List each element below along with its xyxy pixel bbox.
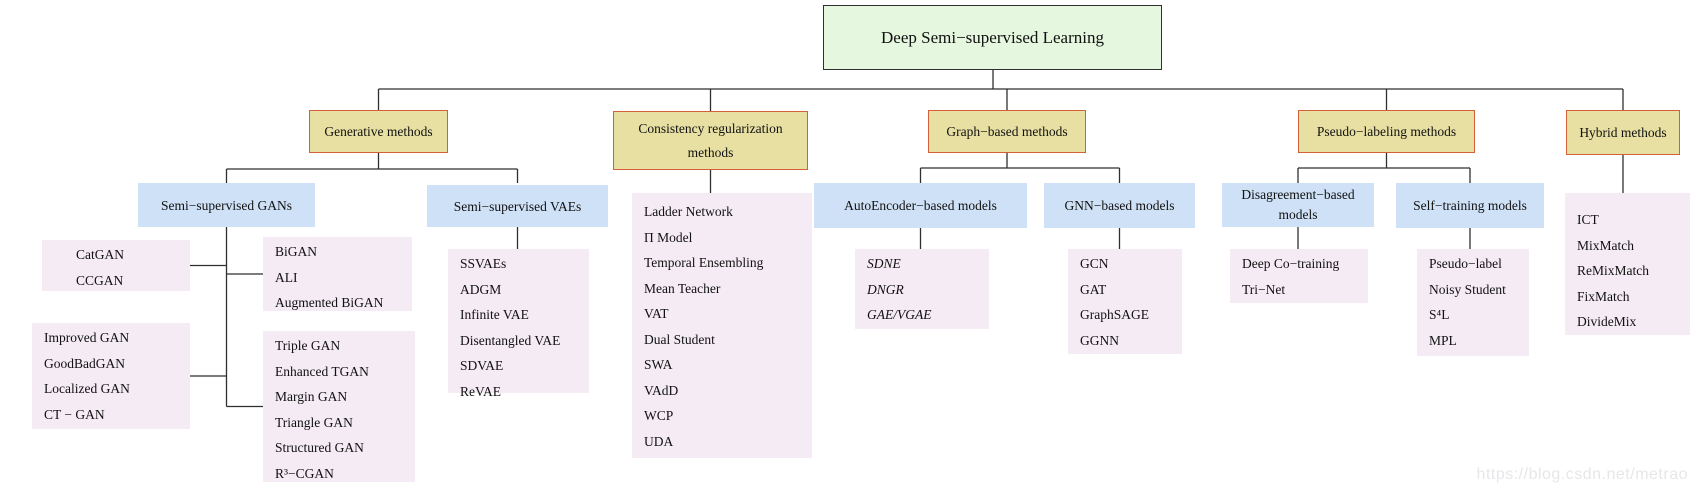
leaf-item: GraphSAGE — [1080, 307, 1149, 322]
leaf-item: Temporal Ensembling — [644, 255, 764, 270]
leaf-item: Improved GAN — [44, 330, 130, 345]
leaf-item: GoodBadGAN — [44, 355, 125, 371]
leaf-item: Enhanced TGAN — [275, 363, 369, 379]
leaf-item: GCN — [1080, 256, 1109, 271]
leaf-item: MixMatch — [1577, 237, 1634, 253]
node-pseudo-labeling-methods: Pseudo−labeling methods — [1298, 110, 1475, 153]
leaf-item: ICT — [1577, 212, 1599, 227]
leaf-item: DNGR — [867, 281, 904, 297]
leaf-item: CT − GAN — [44, 406, 105, 422]
node-semi-supervised-vaes: Semi−supervised VAEs — [427, 185, 608, 227]
leaf-item: ADGM — [460, 281, 502, 297]
node-self-training-models: Self−training models — [1396, 183, 1544, 228]
leaf-item: Tri−Net — [1242, 281, 1286, 297]
leaf-item: CatGAN — [76, 247, 124, 262]
leaf-item: ALI — [275, 269, 298, 285]
leaf-item: VAdD — [644, 382, 679, 398]
leaf-item: Mean Teacher — [644, 280, 721, 296]
leaf-item: WCP — [644, 408, 674, 423]
leaf-item: R³−CGAN — [275, 465, 334, 481]
leaf-item: Triple GAN — [275, 338, 341, 353]
leaf-item: GGNN — [1080, 332, 1119, 348]
node-autoencoder-based-models: AutoEncoder−based models — [814, 183, 1027, 228]
leaf-item: ReVAE — [460, 383, 502, 399]
leaf-item: Margin GAN — [275, 389, 348, 404]
node-hybrid-methods: Hybrid methods — [1566, 110, 1680, 155]
node-root-deep-semi-supervised-learning: Deep Semi−supervised Learning — [823, 5, 1162, 70]
leaf-item: SDVAE — [460, 358, 504, 373]
watermark-url: https://blog.csdn.net/metrao — [1476, 466, 1688, 483]
leaf-item: GAT — [1080, 281, 1107, 297]
leaf-item: VAT — [644, 306, 669, 321]
leaf-item: Augmented BiGAN — [275, 295, 384, 310]
leaf-item: Infinite VAE — [460, 307, 529, 322]
leaf-item: Triangle GAN — [275, 414, 353, 430]
leaf-list-autoencoder-models: SDNE DNGR GAE/VGAE — [855, 249, 989, 329]
leaf-item: ReMixMatch — [1577, 263, 1649, 278]
leaf-list-gnn-models: GCN GAT GraphSAGE GGNN — [1068, 249, 1182, 354]
leaf-list-bigan-variants: BiGAN ALI Augmented BiGAN — [263, 237, 412, 311]
leaf-item: UDA — [644, 433, 674, 449]
leaf-item: Π Model — [644, 229, 693, 245]
leaf-list-conditional-gans: CatGAN CCGAN — [42, 240, 190, 291]
leaf-list-triple-gan-variants: Triple GAN Enhanced TGAN Margin GAN Triangl… — [263, 331, 415, 482]
node-generative-methods: Generative methods — [309, 110, 448, 153]
leaf-item: MPL — [1429, 332, 1457, 348]
leaf-item: Pseudo−label — [1429, 256, 1502, 271]
node-graph-based-methods: Graph−based methods — [928, 110, 1086, 153]
leaf-item: SWA — [644, 357, 673, 372]
leaf-item: FixMatch — [1577, 288, 1630, 304]
leaf-item: Localized GAN — [44, 381, 130, 396]
leaf-item: Structured GAN — [275, 440, 364, 455]
leaf-item: GAE/VGAE — [867, 307, 932, 322]
leaf-list-improved-gans: Improved GAN GoodBadGAN Localized GAN CT − … — [32, 323, 190, 429]
node-consistency-regularization-methods: Consistency regularization methods — [613, 111, 808, 170]
leaf-item: SSVAEs — [460, 256, 507, 271]
leaf-item: DivideMix — [1577, 314, 1637, 329]
node-gnn-based-models: GNN−based models — [1044, 183, 1195, 228]
leaf-item: Deep Co−training — [1242, 256, 1340, 271]
leaf-item: BiGAN — [275, 244, 318, 259]
leaf-item: Noisy Student — [1429, 281, 1506, 297]
node-semi-supervised-gans: Semi−supervised GANs — [138, 183, 315, 227]
leaf-item: CCGAN — [76, 272, 124, 288]
node-disagreement-based-models: Disagreement−based models — [1222, 183, 1374, 227]
leaf-item: S⁴L — [1429, 307, 1450, 322]
leaf-item: Dual Student — [644, 331, 715, 347]
leaf-item: Disentangled VAE — [460, 332, 561, 348]
leaf-item: Ladder Network — [644, 204, 733, 219]
leaf-item: SDNE — [867, 256, 901, 271]
